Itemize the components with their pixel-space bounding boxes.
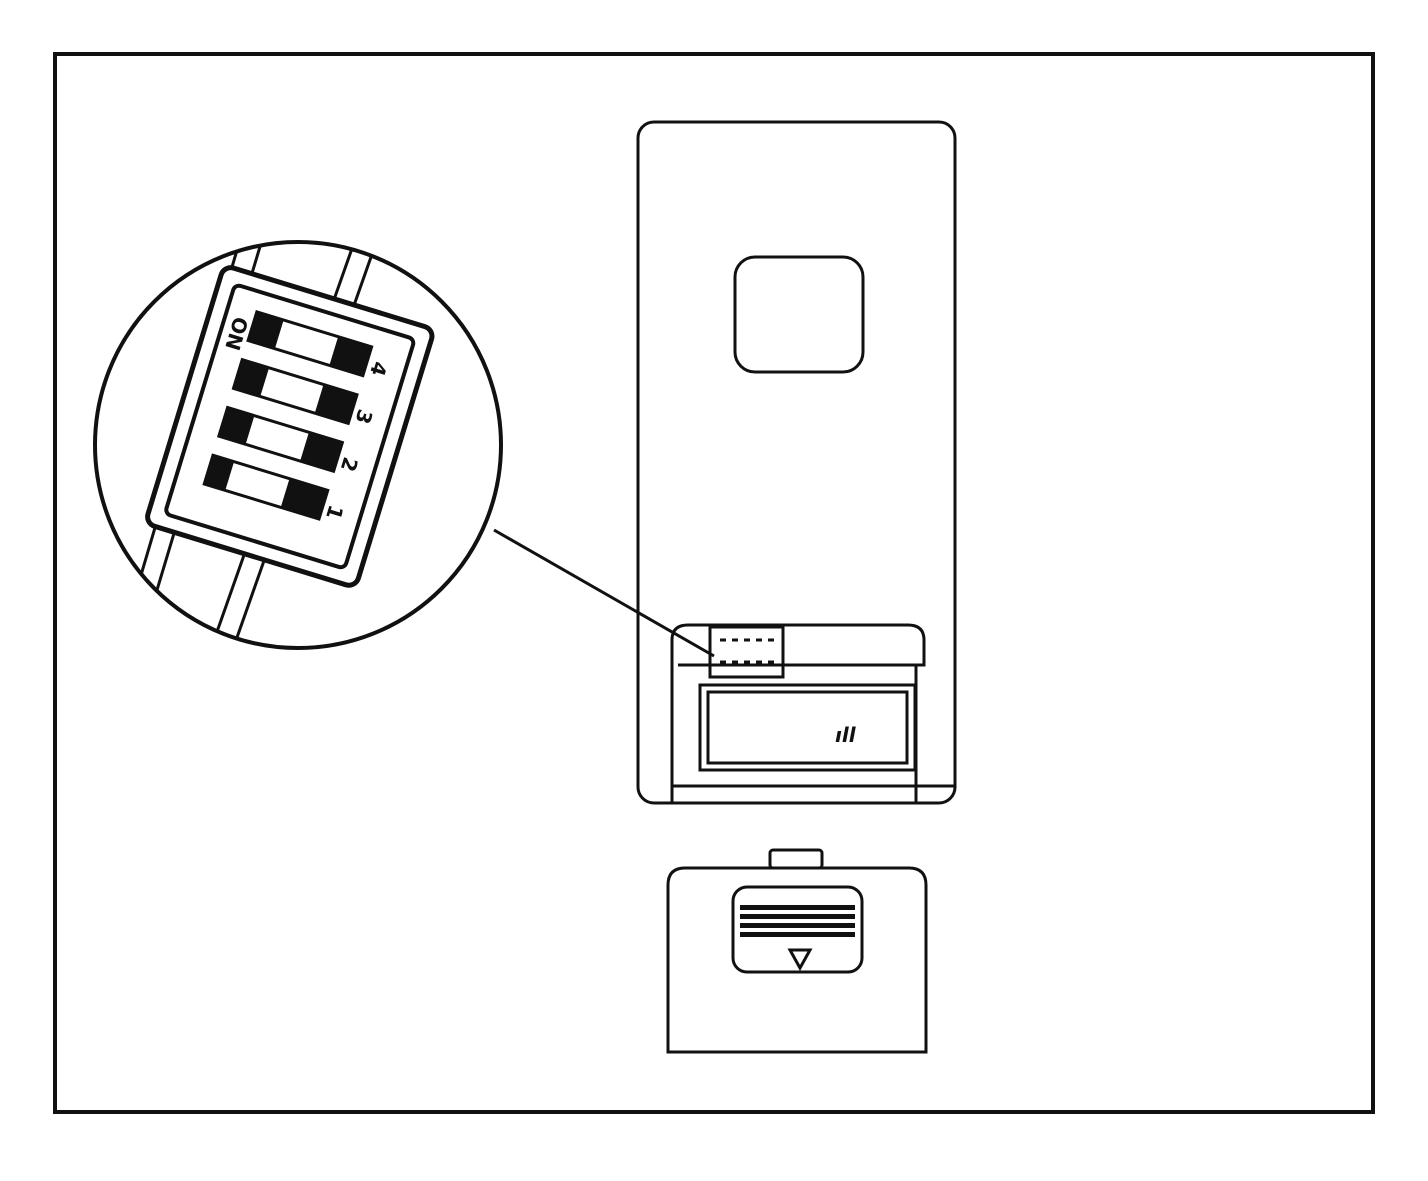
leader-line — [493, 528, 715, 658]
switch-number: 1 — [321, 502, 348, 522]
battery-symbol: ıll — [835, 723, 857, 747]
dip-switch-1 — [246, 309, 374, 378]
switch-number: 4 — [365, 359, 392, 379]
magnified-dip-switch: ON 4 3 2 1 — [93, 240, 503, 650]
switch-number: 2 — [336, 454, 363, 474]
arrow-down-icon — [787, 948, 813, 972]
slide-latch — [731, 885, 864, 974]
button-square — [733, 255, 865, 374]
battery-window — [698, 683, 917, 772]
switch-number: 3 — [350, 406, 377, 426]
battery-cover — [666, 848, 928, 1054]
